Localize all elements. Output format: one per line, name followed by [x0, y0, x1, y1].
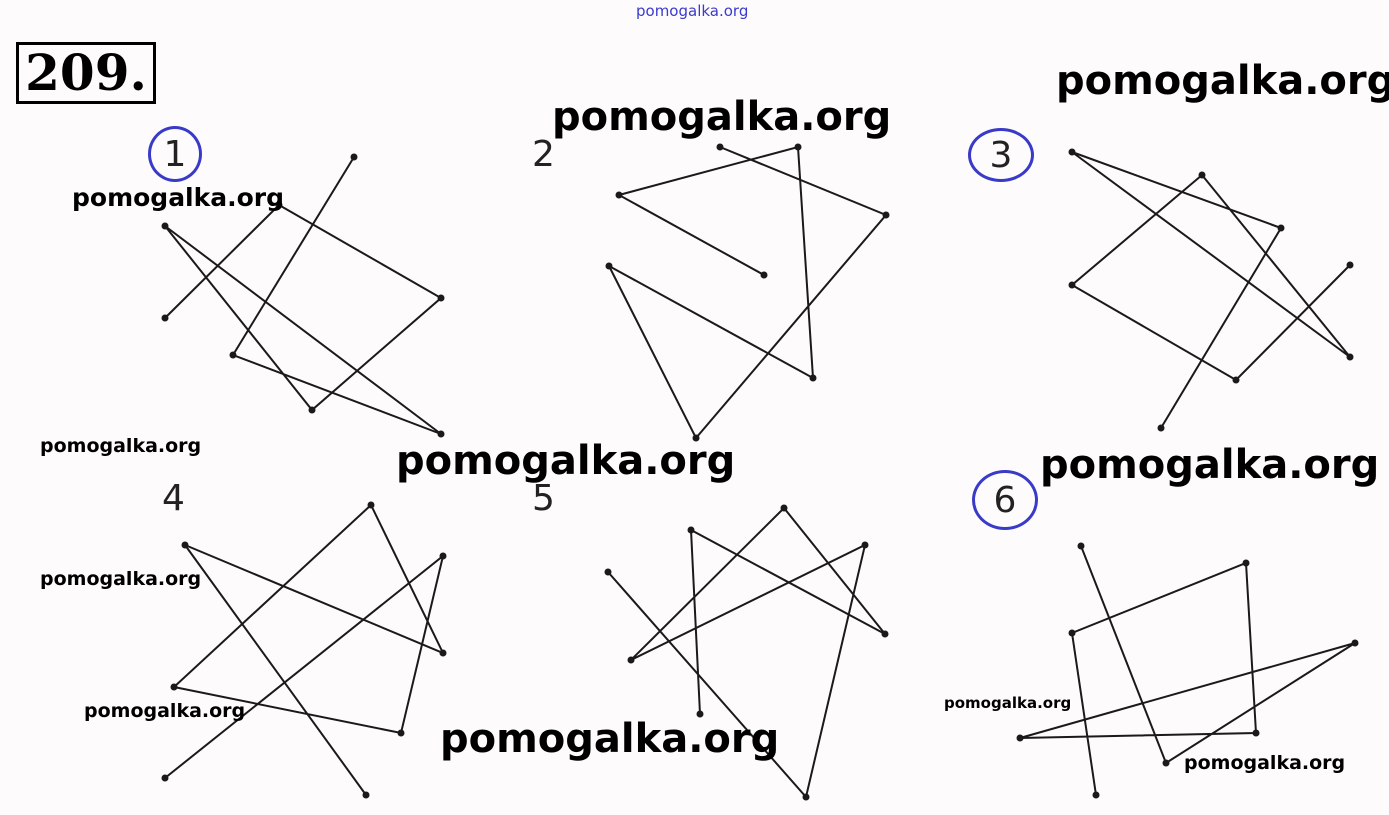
figure-5-polyline [604, 504, 889, 801]
vertex-point [882, 211, 890, 219]
polyline-segments [164, 503, 446, 796]
figure-label-6: 6 [972, 470, 1038, 530]
watermark: pomogalka.org [552, 94, 892, 140]
figure-3-polyline [1068, 148, 1354, 432]
vertex-point [1198, 171, 1206, 179]
vertex-point [437, 294, 445, 302]
vertex-point [1252, 729, 1260, 737]
figure-label-2: 2 [532, 134, 555, 175]
vertex-point [1068, 281, 1076, 289]
vertex-point [605, 262, 613, 270]
vertex-point [229, 351, 237, 359]
watermark: pomogalka.org [396, 438, 736, 484]
polyline-segments [1019, 545, 1356, 796]
vertex-point [170, 683, 178, 691]
vertex-point [1346, 261, 1354, 269]
figure-label-1: 1 [148, 126, 202, 182]
vertex-point [362, 791, 370, 799]
vertex-point [696, 710, 704, 718]
vertex-point [439, 649, 447, 657]
vertex-point [692, 434, 700, 442]
vertex-point [439, 552, 447, 560]
vertex-point [1092, 791, 1100, 799]
vertex-point [397, 729, 405, 737]
watermark: pomogalka.org [72, 183, 285, 212]
vertex-point [1351, 639, 1359, 647]
vertex-point [615, 191, 623, 199]
watermark: pomogalka.org [1184, 752, 1346, 774]
vertex-point [716, 143, 724, 151]
vertex-point [181, 541, 189, 549]
vertex-point [1346, 353, 1354, 361]
watermark: pomogalka.org [1056, 58, 1389, 104]
vertex-point [809, 374, 817, 382]
vertex-point [780, 504, 788, 512]
vertex-point [161, 774, 169, 782]
vertex-point [802, 793, 810, 801]
watermark: pomogalka.org [84, 700, 246, 722]
watermark: pomogalka.org [440, 716, 780, 762]
vertex-point [1157, 424, 1165, 432]
figure-1-polyline [161, 153, 445, 438]
vertex-point [437, 430, 445, 438]
watermark: pomogalka.org [40, 568, 202, 590]
vertex-point [760, 271, 768, 279]
vertex-point [367, 501, 375, 509]
vertex-point [1077, 542, 1085, 550]
vertex-point [604, 568, 612, 576]
figure-6-polyline [1016, 542, 1359, 799]
vertex-point [308, 406, 316, 414]
vertex-point [350, 153, 358, 161]
vertex-point [1242, 559, 1250, 567]
vertex-point [1232, 376, 1240, 384]
figure-label-4: 4 [162, 478, 185, 519]
polyline-segments [606, 145, 888, 440]
vertex-point [861, 541, 869, 549]
watermark: pomogalka.org [40, 435, 202, 457]
figure-2-polyline [605, 143, 890, 442]
figure-4-polyline [161, 501, 447, 799]
vertex-point [161, 314, 169, 322]
vertex-point [1068, 629, 1076, 637]
vertex-point [1277, 224, 1285, 232]
watermark: pomogalka.org [1040, 442, 1380, 488]
vertex-point [161, 222, 169, 230]
figure-label-5: 5 [532, 478, 555, 519]
polyline-segments [607, 506, 886, 800]
vertex-point [794, 143, 802, 151]
figure-label-3: 3 [968, 128, 1034, 182]
vertex-point [627, 656, 635, 664]
watermark: pomogalka.org [636, 2, 749, 20]
watermark: pomogalka.org [944, 694, 1072, 712]
vertex-point [881, 630, 889, 638]
vertex-point [1068, 148, 1076, 156]
polyline-segments [164, 156, 443, 435]
polyline-segments [1070, 151, 1351, 429]
vertex-point [1016, 734, 1024, 742]
exercise-number: 209. [16, 42, 156, 104]
vertex-point [275, 201, 283, 209]
vertex-point [1162, 759, 1170, 767]
vertex-point [687, 526, 695, 534]
